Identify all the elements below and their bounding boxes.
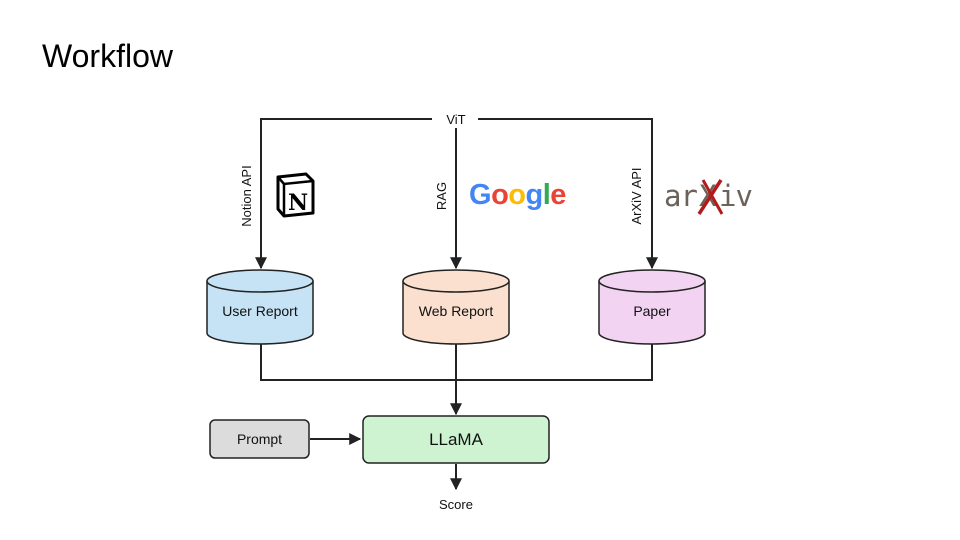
- score-label: Score: [439, 497, 473, 512]
- edge-label-arxiv-api: ArXiV API: [629, 167, 644, 224]
- datastore-web-report: Web Report: [402, 269, 510, 345]
- google-logo: Google: [469, 179, 566, 211]
- merge-connector: [260, 344, 653, 416]
- svg-text:iv: iv: [719, 179, 752, 213]
- notion-icon: N: [276, 172, 315, 218]
- arxiv-logo: ar X iv: [664, 179, 753, 215]
- edge-label-notion-api: Notion API: [239, 165, 254, 226]
- vit-label: ViT: [446, 112, 465, 127]
- datastore-user-report: User Report: [206, 269, 314, 345]
- datastore-label: Paper: [633, 303, 671, 319]
- datastore-label: User Report: [222, 303, 298, 319]
- prompt-node: Prompt: [209, 419, 310, 459]
- slide-title: Workflow: [42, 38, 173, 74]
- datastore-label: Web Report: [419, 303, 494, 319]
- prompt-label: Prompt: [237, 431, 282, 447]
- vit-connector: [255, 118, 658, 270]
- svg-text:ar: ar: [664, 179, 697, 213]
- llama-label: LLaMA: [429, 430, 484, 449]
- svg-text:N: N: [288, 190, 308, 216]
- edge-label-rag: RAG: [434, 182, 449, 210]
- datastore-paper: Paper: [598, 269, 706, 345]
- llama-node: LLaMA: [362, 415, 550, 464]
